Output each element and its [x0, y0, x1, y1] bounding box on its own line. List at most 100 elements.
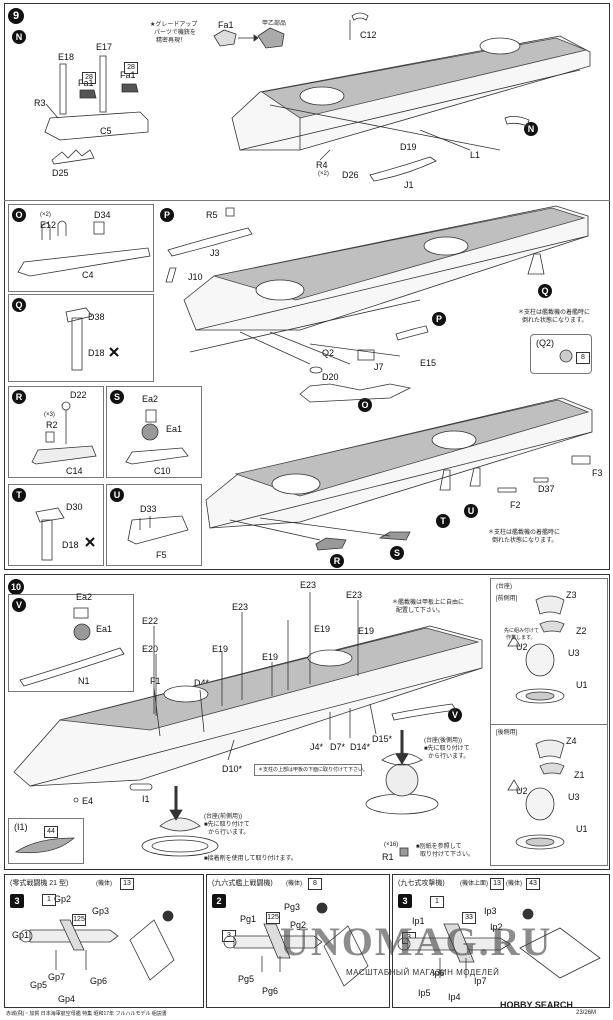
ship-hull-9b — [165, 205, 589, 403]
ship-hull-10 — [13, 592, 483, 803]
parts-N-drawing — [44, 55, 149, 165]
plane3-qty2: (機体) — [506, 881, 522, 887]
stand-panel — [490, 578, 608, 866]
subassembly-N-marker: N — [12, 30, 26, 44]
deck-note-line1: ＊艦載機は甲板上に自由に — [392, 600, 465, 606]
part-J7: J7 — [374, 362, 384, 372]
step9-number: 9 — [8, 8, 24, 24]
step9-panel — [4, 3, 610, 570]
upgrade-note-fa1: Fa1 — [218, 20, 234, 30]
ship-hull-9c — [205, 397, 593, 551]
stand-front-label: [前側用] — [496, 596, 518, 602]
upgrade-callout-drawing — [213, 27, 285, 49]
inset-I1-box — [8, 818, 84, 864]
upgrade-note-line2: パーツで機銃を — [154, 30, 196, 36]
part-E12-count: (×2) — [40, 212, 51, 218]
plane2-title: (九六式艦上戦闘機) — [212, 880, 273, 887]
plane3-title: (九七式攻撃機) — [398, 880, 445, 887]
mast-E19-d: E19 — [358, 626, 375, 636]
mast-E19-a: E19 — [212, 644, 229, 654]
mast-E19-b: E19 — [314, 624, 331, 634]
plane1-title: (零式戦闘機 21 型) — [10, 880, 69, 887]
part-U2-rear: U2 — [516, 786, 528, 796]
plane2-ref: 8 — [308, 878, 322, 890]
subassembly-V-marker: V — [12, 598, 26, 612]
inset-I1-label: (I1) — [14, 822, 28, 832]
part-J10: J10 — [188, 272, 203, 282]
plane1-step: 3 — [10, 894, 24, 908]
r1-drawing — [399, 847, 409, 857]
plane1-badge-125: 125 — [72, 914, 86, 926]
part-C5: C5 — [100, 126, 112, 136]
part-R1: R1 — [382, 852, 394, 862]
plane1-badge-1: 1 — [42, 894, 56, 906]
plane1-part-Gp1: Gp1 — [12, 930, 30, 940]
plane2-qty: (機体) — [286, 881, 302, 887]
watermark-main: UNOMAG.RU — [280, 919, 553, 964]
parts-Q-drawing — [65, 307, 119, 371]
subassembly-U-marker: U — [110, 488, 124, 502]
inset-I1-badge: 44 — [44, 826, 58, 838]
part-D18-q: D18 — [88, 348, 105, 358]
part-F3: F3 — [592, 468, 603, 478]
plane1-part-Gp2: Gp2 — [54, 894, 72, 904]
plane3-badge-33: 33 — [462, 912, 476, 924]
step9-row-divider — [4, 200, 610, 201]
subassembly-T-marker: T — [12, 488, 26, 502]
plane1-drawing — [19, 910, 175, 981]
callout-U: U — [464, 504, 478, 518]
plane3-ref2: 43 — [526, 878, 540, 890]
subassembly-O-box — [8, 204, 154, 292]
deck-note-line2: 配置して下さい。 — [396, 608, 444, 614]
plane3-part-Ip4: Ip4 — [448, 992, 461, 1002]
subassembly-O-marker: O — [12, 208, 26, 222]
plane2-badge-125: 125 — [266, 912, 280, 924]
stand-side-drawing — [507, 595, 565, 850]
part-C10: C10 — [154, 466, 171, 476]
callout-Q: Q — [538, 284, 552, 298]
plane2-part-Pg6: Pg6 — [262, 986, 279, 996]
plane3-ref: 13 — [490, 878, 504, 890]
stand-panel-title: (台座) — [496, 584, 512, 590]
subassembly-Q-marker: Q — [12, 298, 26, 312]
subassembly-R-marker: R — [12, 390, 26, 404]
part-F5: F5 — [156, 550, 167, 560]
plane1-part-Gp4: Gp4 — [58, 994, 76, 1004]
plane2-part-Pg3: Pg3 — [284, 902, 301, 912]
stand-front-line3: ■接着剤を使用して取り付けます。 — [204, 856, 297, 862]
hobby-search-logo: HOBBY SEARCH — [500, 1000, 573, 1010]
mast-E23-c: E23 — [346, 590, 363, 600]
part-Q2: Q2 — [322, 348, 335, 358]
stand-rear-title: (台座(後側用)) — [424, 738, 462, 744]
step10-panel — [4, 574, 610, 870]
plane-zero-panel — [4, 874, 204, 1008]
part-L1: L1 — [470, 150, 481, 160]
part-Z2: Z2 — [576, 626, 587, 636]
subassembly-S-marker: S — [110, 390, 124, 404]
part-D37: D37 — [538, 484, 555, 494]
plane1-ref: 13 — [120, 878, 134, 890]
plane1-part-Gp6: Gp6 — [90, 976, 108, 986]
stand-front-title: (台座(前側用)) — [204, 814, 242, 820]
part-Fa1-b: Fa1 — [120, 70, 136, 80]
upgrade-note-line3: 精密再現！ — [156, 38, 187, 44]
plane2-drawing — [223, 902, 369, 987]
q2-inset-box — [530, 334, 592, 374]
strut-note-P-line1: ＊支柱は艦載機の着艦時に — [518, 310, 591, 316]
mast-E19-c: E19 — [262, 652, 279, 662]
subassembly-T-box — [8, 484, 104, 566]
step10-number: 10 — [8, 579, 24, 595]
callout-O: O — [358, 398, 372, 412]
plane1-part-Gp7: Gp7 — [48, 972, 66, 982]
part-Ea2-v: Ea2 — [76, 592, 93, 602]
part-U3-rear: U3 — [568, 792, 580, 802]
part-J1: J1 — [404, 180, 414, 190]
plane3-part-Ip6: Ip6 — [432, 968, 445, 978]
mast-E20: E20 — [142, 644, 159, 654]
plane3-step: 3 — [398, 894, 412, 908]
part-Z3: Z3 — [566, 590, 577, 600]
part-U1-rear: U1 — [576, 824, 588, 834]
strut-note: ＊支柱の上部は甲板の下面に取り付けて下さい。 — [258, 767, 369, 773]
callout-V: V — [448, 708, 462, 722]
callout-P: P — [432, 312, 446, 326]
